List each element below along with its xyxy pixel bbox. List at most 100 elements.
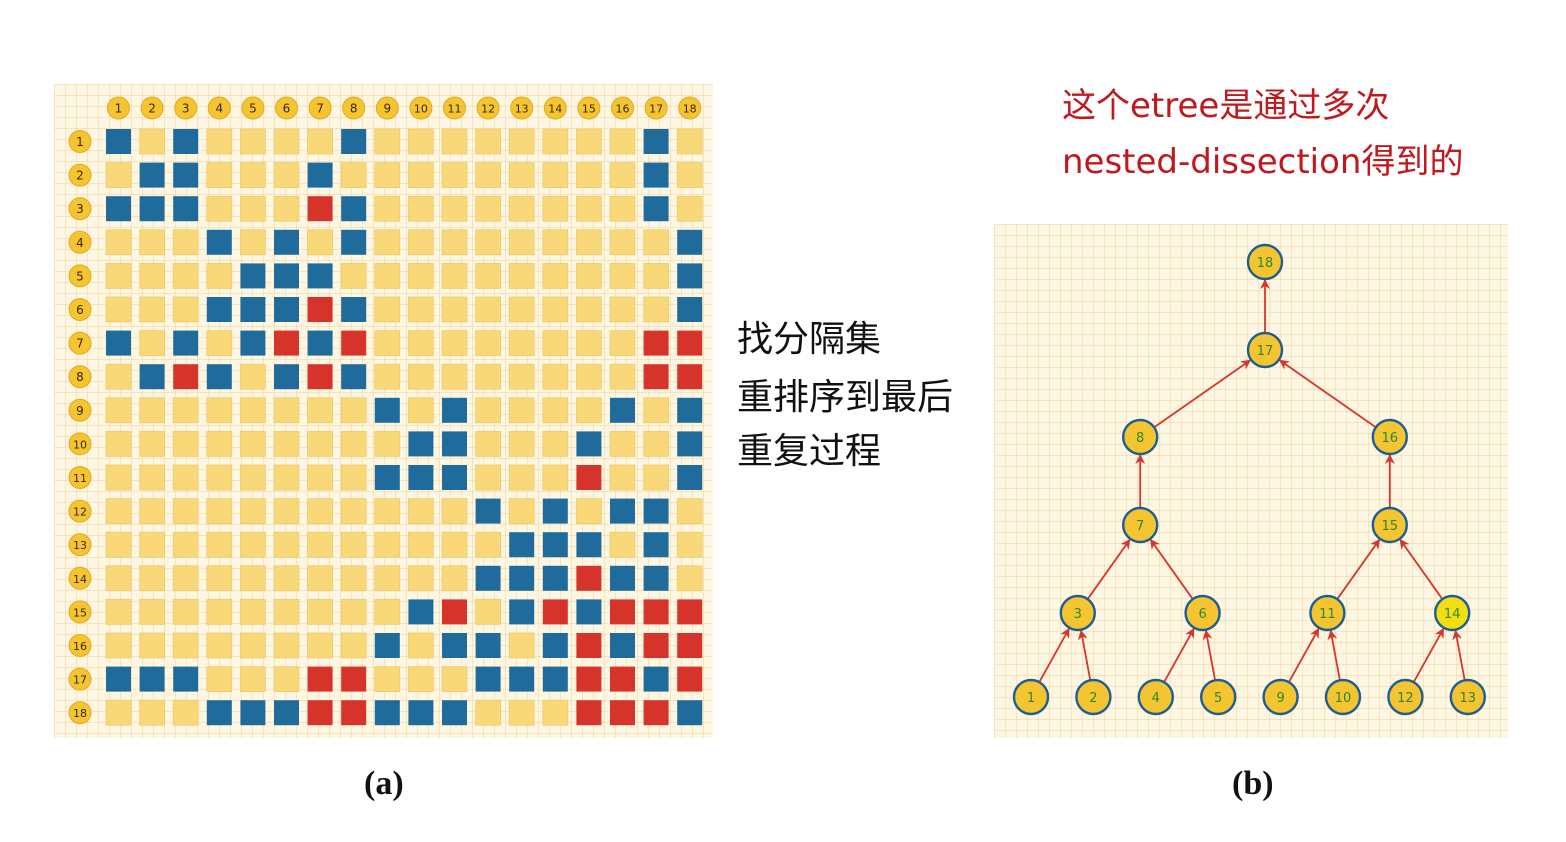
row-label-circle — [68, 499, 92, 523]
matrix-cell-zero-r10-c6 — [273, 431, 300, 457]
tree-node-12: 12 — [1387, 678, 1424, 716]
matrix-cell-zero-r18-c1 — [105, 699, 132, 726]
row-label-circle — [68, 466, 92, 489]
matrix-cell-zero-r15-c7 — [307, 599, 333, 625]
matrix-cell-zero-r18-c14 — [542, 699, 569, 726]
col-label-6: 6 — [275, 96, 298, 120]
matrix-cell-zero-r5-c3 — [172, 263, 199, 289]
matrix-cell-fill-in-r14-c15 — [576, 565, 602, 591]
matrix-cell-zero-r14-c2 — [139, 565, 165, 592]
matrix-cell-zero-r5-c16 — [609, 263, 636, 289]
col-label-13: 13 — [510, 96, 534, 120]
matrix-cell-zero-r14-c9 — [374, 565, 401, 592]
matrix-cell-zero-r3-c10 — [408, 195, 434, 222]
matrix-cell-zero-r13-c11 — [441, 531, 468, 558]
tree-node-4: 4 — [1137, 678, 1175, 716]
col-label-1: 1 — [107, 96, 130, 120]
row-label-4: 4 — [68, 230, 92, 254]
row-label-text: 10 — [73, 438, 87, 451]
col-label-11: 11 — [443, 96, 466, 120]
matrix-cell-zero-r2-c5 — [240, 162, 266, 188]
matrix-cell-zero-r11-c3 — [172, 464, 199, 491]
row-label-17: 17 — [68, 667, 92, 691]
matrix-cell-nonzero-r14-c13 — [509, 565, 535, 591]
matrix-cell-nonzero-r3-c2 — [139, 196, 165, 222]
matrix-cell-nonzero-r9-c16 — [610, 397, 635, 423]
matrix-cell-zero-r1-c13 — [508, 128, 535, 155]
matrix-cell-zero-r12-c4 — [206, 498, 233, 524]
matrix-cell-zero-r4-c3 — [172, 229, 199, 256]
matrix-cell-zero-r2-c13 — [508, 162, 535, 188]
matrix-cell-zero-r4-c14 — [542, 229, 569, 256]
tree-node-label: 7 — [1136, 519, 1144, 534]
matrix-cell-zero-r12-c11 — [441, 498, 468, 524]
col-label-circle — [308, 96, 332, 120]
matrix-cell-zero-r4-c11 — [441, 229, 468, 256]
row-label-circle — [68, 634, 92, 657]
matrix-cell-zero-r7-c12 — [475, 330, 501, 356]
tree-edge-1-to-3 — [1038, 627, 1070, 682]
matrix-cell-zero-r13-c9 — [374, 531, 401, 558]
tree-node-circle — [1324, 678, 1362, 716]
matrix-cell-zero-r10-c2 — [139, 431, 165, 457]
tree-edge-6-to-7 — [1149, 538, 1193, 599]
col-label-8: 8 — [342, 96, 366, 120]
row-label-circle — [68, 197, 92, 221]
matrix-cell-nonzero-r10-c10 — [408, 431, 434, 457]
col-label-2: 2 — [140, 96, 164, 120]
row-label-circle — [68, 533, 92, 557]
matrix-cell-nonzero-r7-c3 — [173, 330, 199, 356]
matrix-cell-zero-r8-c11 — [441, 363, 468, 390]
matrix-cell-zero-r11-c5 — [240, 464, 266, 491]
tree-node-7: 7 — [1121, 506, 1159, 544]
matrix-cell-nonzero-r6-c8 — [341, 297, 367, 322]
matrix-cell-fill-in-r16-c15 — [576, 633, 602, 658]
col-label-7: 7 — [308, 96, 332, 120]
matrix-cell-zero-r7-c15 — [576, 330, 602, 356]
matrix-cell-nonzero-r1-c8 — [341, 129, 367, 154]
tree-node-label: 10 — [1335, 691, 1352, 706]
tree-node-18: 18 — [1246, 243, 1284, 281]
matrix-cell-zero-r6-c15 — [576, 296, 602, 323]
matrix-cell-zero-r11-c8 — [340, 464, 367, 491]
matrix-cell-zero-r12-c7 — [307, 498, 333, 524]
matrix-cell-zero-r10-c17 — [643, 431, 669, 457]
matrix-cell-nonzero-r4-c4 — [206, 229, 232, 255]
matrix-cell-fill-in-r8-c7 — [307, 364, 333, 390]
matrix-cell-nonzero-r8-c8 — [341, 364, 367, 390]
tree-node-label: 9 — [1276, 691, 1284, 706]
matrix-cell-zero-r1-c11 — [441, 128, 468, 155]
row-label-10: 10 — [68, 432, 92, 456]
matrix-cell-zero-r10-c12 — [475, 431, 501, 457]
matrix-cell-zero-r3-c4 — [206, 195, 233, 222]
matrix-cell-nonzero-r14-c16 — [610, 565, 635, 591]
matrix-cell-zero-r5-c10 — [408, 263, 434, 289]
matrix-cell-zero-r11-c2 — [139, 464, 165, 491]
col-label-16: 16 — [611, 96, 634, 120]
matrix-cell-fill-in-r7-c18 — [677, 330, 703, 356]
note-line-2: nested-dissection得到的 — [1062, 142, 1464, 182]
matrix-cell-zero-r13-c7 — [307, 531, 333, 558]
row-label-text: 9 — [76, 404, 84, 418]
matrix-cell-zero-r13-c18 — [676, 531, 703, 558]
col-label-text: 2 — [148, 102, 156, 116]
tree-node-circle — [1199, 678, 1237, 716]
matrix-cell-fill-in-r15-c17 — [643, 599, 669, 625]
matrix-cell-zero-r14-c5 — [240, 565, 266, 592]
row-label-9: 9 — [68, 398, 92, 422]
matrix-cell-zero-r8-c9 — [374, 363, 401, 390]
matrix-cell-zero-r17-c4 — [206, 666, 233, 692]
tree-node-8: 8 — [1121, 418, 1159, 456]
matrix-cell-nonzero-r1-c3 — [173, 129, 199, 154]
matrix-cell-zero-r12-c1 — [105, 498, 132, 524]
matrix-cell-nonzero-r13-c15 — [576, 532, 602, 558]
matrix-cell-nonzero-r4-c6 — [274, 229, 299, 255]
matrix-cell-nonzero-r14-c12 — [475, 565, 501, 591]
col-label-text: 1 — [115, 102, 123, 116]
matrix-cell-zero-r15-c4 — [206, 599, 233, 625]
row-label-text: 15 — [73, 606, 87, 619]
row-label-text: 12 — [73, 506, 87, 519]
matrix-cell-nonzero-r11-c9 — [374, 465, 400, 490]
matrix-cell-zero-r14-c11 — [441, 565, 468, 592]
matrix-cell-nonzero-r1-c1 — [106, 129, 131, 154]
